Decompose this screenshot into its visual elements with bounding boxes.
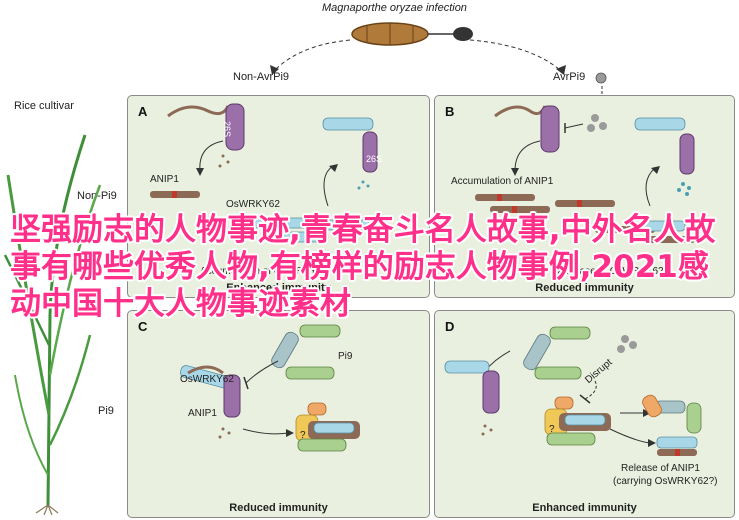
panel-c-oswrky: OsWRKY62: [180, 374, 234, 385]
panel-b-caption: Reduced immunity: [535, 282, 634, 294]
panel-c-pi9: Pi9: [338, 351, 353, 362]
avr-label: AvrPi9: [553, 71, 586, 83]
panel-b-letter: B: [445, 104, 455, 119]
panel-a-accumulation: Accumulation of OsWRKY62: [200, 266, 328, 277]
avr-effector-icon: [595, 72, 607, 84]
panel-b-decrease: Decrease of OsWRKY62: [553, 266, 664, 277]
panel-a-letter: A: [138, 104, 148, 119]
infection-arrows: [270, 39, 566, 75]
pathogen-title: Magnaporthe oryzae infection: [322, 2, 467, 14]
panel-d-caption: Enhanced immunity: [532, 502, 637, 514]
panel-b-diagram: [475, 105, 695, 243]
fungus-spore-icon: [351, 22, 473, 46]
panel-a-caption: Enhanced immunity: [226, 282, 331, 294]
rice-cultivar-label: Rice cultivar: [14, 100, 74, 112]
panel-d-release-line1: Release of ANIP1: [621, 463, 700, 474]
panel-a-oswrky: OsWRKY62: [226, 199, 280, 210]
non-avr-label: Non-AvrPi9: [233, 71, 290, 83]
panel-a-diagram: 26S 26S: [150, 103, 382, 243]
pi9-label: Pi9: [98, 405, 114, 417]
panel-c-letter: C: [138, 319, 148, 334]
panel-a: A 26S 26S ANIP1 OsWRKY62 Accumulation of…: [127, 95, 430, 298]
panel-c-diagram: ?: [180, 324, 360, 452]
svg-text:?: ?: [549, 424, 555, 435]
overlay-headline: 坚强励志的人物事迹,青春奋斗名人故事,中外名人故事有哪些优秀人物,有榜样的励志人…: [10, 212, 716, 322]
panel-b: B Accumulation of ANIP1 Decrease of OsWR…: [434, 95, 735, 298]
panel-c: C ? Pi9 OsWRKY62 ANIP1 Reduced immunity: [127, 310, 430, 518]
panel-d-release-line2: (carrying OsWRKY62?): [613, 476, 718, 487]
panel-b-accumulation: Accumulation of ANIP1: [451, 176, 554, 187]
panel-a-anip1: ANIP1: [150, 174, 179, 185]
panel-d-diagram: ?: [444, 326, 702, 456]
panel-c-anip1: ANIP1: [188, 408, 217, 419]
svg-text:26S: 26S: [222, 121, 232, 137]
rice-plant-icon: [3, 134, 102, 515]
panel-d-letter: D: [445, 319, 455, 334]
panel-d: D ? Disrupt Release of ANIP1 (carrying O…: [434, 310, 735, 518]
svg-text:?: ?: [300, 430, 306, 441]
panel-c-caption: Reduced immunity: [229, 502, 328, 514]
svg-text:26S: 26S: [366, 154, 382, 164]
